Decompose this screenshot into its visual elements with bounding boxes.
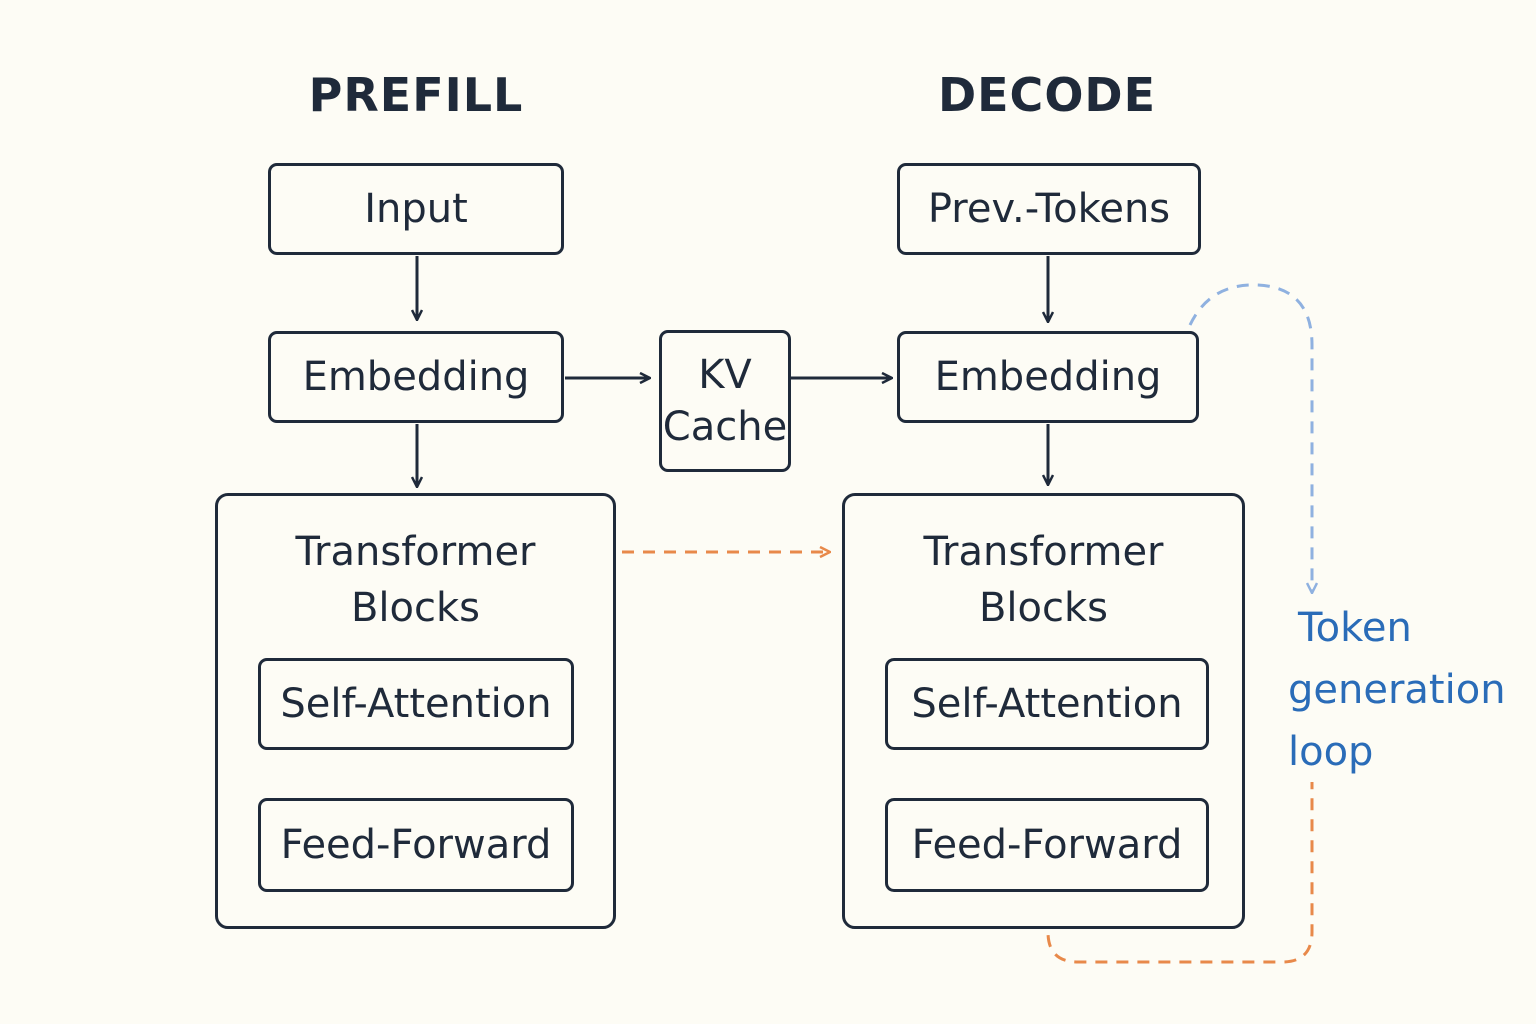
kv-cache-label-line2: Cache xyxy=(662,404,788,450)
loop-note-line1: Token xyxy=(1298,605,1412,651)
prefill-self-attention-label: Self-Attention xyxy=(280,681,552,727)
decode-feed-forward-box: Feed-Forward xyxy=(885,798,1209,892)
prefill-input-label: Input xyxy=(364,186,468,232)
loop-note-line2: generation xyxy=(1288,667,1506,713)
prefill-embedding-label: Embedding xyxy=(302,354,530,400)
decode-heading: DECODE xyxy=(937,68,1157,122)
prefill-self-attention-box: Self-Attention xyxy=(258,658,574,750)
loop-note-line3: loop xyxy=(1288,729,1374,775)
prefill-embedding-box: Embedding xyxy=(268,331,564,423)
prefill-transformer-title-line1: Transformer xyxy=(295,529,536,575)
dashed-loop-feedback-arrow xyxy=(1188,283,1312,593)
prefill-transformer-title-line2: Blocks xyxy=(350,585,481,631)
prefill-input-box: Input xyxy=(268,163,564,255)
kv-cache-box: KV Cache xyxy=(659,330,791,472)
decode-embedding-box: Embedding xyxy=(897,331,1199,423)
decode-prev-tokens-box: Prev.-Tokens xyxy=(897,163,1201,255)
kv-cache-label: KV Cache xyxy=(662,349,788,453)
decode-feed-forward-label: Feed-Forward xyxy=(911,822,1183,868)
decode-self-attention-label: Self-Attention xyxy=(911,681,1183,727)
prefill-feed-forward-label: Feed-Forward xyxy=(280,822,552,868)
decode-self-attention-box: Self-Attention xyxy=(885,658,1209,750)
token-generation-loop-note: Token generation loop xyxy=(1288,597,1506,783)
dashed-loop-return-path xyxy=(1046,782,1314,964)
decode-transformer-title: Transformer Blocks xyxy=(845,524,1242,636)
decode-transformer-title-line2: Blocks xyxy=(978,585,1109,631)
decode-transformer-title-line1: Transformer xyxy=(923,529,1164,575)
decode-embedding-label: Embedding xyxy=(934,354,1162,400)
decode-prev-tokens-label: Prev.-Tokens xyxy=(927,186,1171,232)
prefill-transformer-title: Transformer Blocks xyxy=(218,524,613,636)
kv-cache-label-line1: KV xyxy=(698,352,752,398)
prefill-heading: PREFILL xyxy=(308,68,524,122)
prefill-feed-forward-box: Feed-Forward xyxy=(258,798,574,892)
